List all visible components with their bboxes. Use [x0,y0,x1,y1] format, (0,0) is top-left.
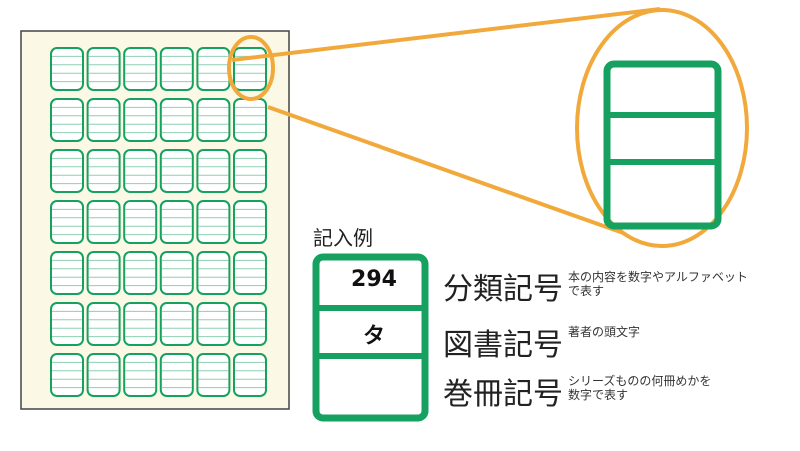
sheet-label [123,251,158,295]
sheet-label [196,98,231,142]
sheet-label [233,149,267,193]
sheet-label [50,200,84,244]
sheet-label [50,302,84,346]
field-classification-description-line-2: で表す [568,284,605,298]
sheet-label [233,353,267,397]
sheet-label [159,251,194,295]
sheet-label [50,353,84,397]
field-author-description: 著者の頭文字 [568,325,640,339]
example-classification-value: 294 [351,267,397,292]
sheet-label [50,98,84,142]
sheet-label [196,251,231,295]
sheet-label [86,353,121,397]
sheet-label [159,149,194,193]
zoomed-label [603,60,722,230]
sheet-label [159,200,194,244]
sheet-label [159,302,194,346]
zoom-ellipse [575,8,749,248]
sheet-label [233,200,267,244]
sheet-label [123,353,158,397]
sheet-label [196,47,231,91]
sheet-label [233,47,267,91]
sheet-label [196,353,231,397]
sheet-label [86,251,121,295]
sheet-label [50,149,84,193]
sheet-label [123,302,158,346]
field-author-name: 図書記号 [443,328,563,363]
sheet-label [196,149,231,193]
sheet-label [196,200,231,244]
sheet-label [123,98,158,142]
sheet-label [123,200,158,244]
field-classification-description-line-1: 本の内容を数字やアルファベット [568,270,748,284]
sheet-label [196,302,231,346]
sheet-label [86,98,121,142]
example-author-value: タ [362,324,385,349]
field-volume-description-line-1: シリーズものの何冊めかを [568,374,712,388]
example-label [312,253,429,422]
sheet-label [233,98,267,142]
sheet-label [233,302,267,346]
sheet-label [123,47,158,91]
zoom-connector-bottom [267,105,661,248]
sheet-label [233,251,267,295]
sheet-label [86,302,121,346]
field-classification-name: 分類記号 [443,272,563,307]
example-title: 記入例 [313,226,373,250]
zoom-highlight-small [227,35,275,101]
sheet-label-grid [50,47,267,397]
sheet-label [50,47,84,91]
sheet-label [159,353,194,397]
field-author-description-line-1: 著者の頭文字 [568,325,641,339]
sheet-label [86,200,121,244]
field-volume-description: シリーズものの何冊めかを 数字で表す [568,374,711,402]
sheet-label [86,47,121,91]
sheet-label [50,251,84,295]
field-classification-description: 本の内容を数字やアルファベット で表す [568,270,748,298]
zoom-connector-top [231,7,661,62]
sheet-label [123,149,158,193]
field-volume-description-line-2: 数字で表す [568,388,629,402]
sheet-label [159,98,194,142]
field-volume-name: 巻冊記号 [443,377,563,412]
sheet-label [86,149,121,193]
sheet-label [159,47,194,91]
